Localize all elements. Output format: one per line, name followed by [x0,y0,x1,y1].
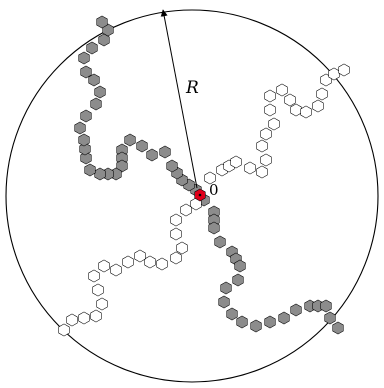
hex-cell-gray [320,299,332,313]
hex-cell-white [312,99,324,113]
hex-cell-gray [214,235,226,249]
hex-cell-white [284,93,296,107]
hex-cell-white [338,63,350,77]
hex-cell-gray [90,97,102,111]
hex-cell-white [256,139,268,153]
hex-cell-white [264,89,276,103]
hex-cell-gray [136,139,148,153]
hex-cell-white [328,67,340,81]
hex-cell-gray [80,151,92,165]
hex-cell-white [256,165,268,179]
hex-cell-white [176,241,188,255]
hex-cell-gray [94,167,106,181]
hex-cell-gray [332,321,344,335]
hex-cell-gray [324,311,336,325]
hex-cell-gray [290,303,302,317]
hex-cell-gray [220,281,232,295]
hex-cell-white [66,313,78,327]
hex-cell-gray [124,133,136,147]
hex-cell-white [98,259,110,273]
hex-cell-white [90,309,102,323]
hex-cell-gray [250,319,262,333]
hex-cell-white [156,257,168,271]
hex-cell-white [170,251,182,265]
hex-cell-gray [226,307,238,321]
hex-cell-white [276,83,288,97]
hex-cell-gray [74,121,86,135]
boundary-circle [5,9,379,383]
hex-cell-white [244,161,256,175]
radius-label: R [185,78,199,98]
origin-label: 0 [209,181,219,199]
hex-cell-gray [166,159,178,173]
hex-cell-white [260,153,272,167]
hex-cell-gray [78,51,90,65]
hex-cell-gray [116,159,128,173]
hex-cell-gray [80,109,92,123]
hex-cell-gray [159,145,171,159]
hex-cell-gray [88,73,100,87]
radius-arrow [160,9,198,189]
hex-cell-gray [79,142,91,156]
hex-cell-white [260,127,272,141]
origin-dot [198,193,202,197]
hex-cell-gray [232,273,244,287]
hex-cell-gray [86,41,98,55]
hex-cell-gray [234,259,246,273]
hex-cell-white [204,171,216,185]
hex-cell-gray [84,163,96,177]
hex-cell-gray [218,295,230,309]
hex-cell-gray [94,85,106,99]
hex-cell-white [122,255,134,269]
hex-cell-white [268,117,280,131]
hex-cell-white [264,103,276,117]
hex-cell-gray [96,15,108,29]
hex-cell-white [300,105,312,119]
hex-cell-gray [208,221,220,235]
hex-cell-gray [80,65,92,79]
hex-cell-gray [78,133,90,147]
hex-cell-white [170,213,182,227]
hex-cell-white [290,103,302,117]
hex-cells [58,15,350,337]
hex-cell-gray [264,315,276,329]
hex-cell-white [88,269,100,283]
hex-cell-white [316,87,328,101]
hex-cell-white [110,263,122,277]
hex-cell-gray [236,315,248,329]
hex-cell-white [180,203,192,217]
hex-cell-white [134,249,146,263]
hex-cell-white [170,227,182,241]
hex-cell-gray [98,33,110,47]
hex-cell-gray [278,311,290,325]
hex-cell-white [58,323,70,337]
hex-cell-white [78,311,90,325]
hex-cell-white [96,297,108,311]
hex-cell-white [230,155,242,169]
hex-cell-gray [146,148,158,162]
hex-cell-white [92,283,104,297]
hex-cell-white [144,255,156,269]
hex-cell-white [190,197,202,211]
